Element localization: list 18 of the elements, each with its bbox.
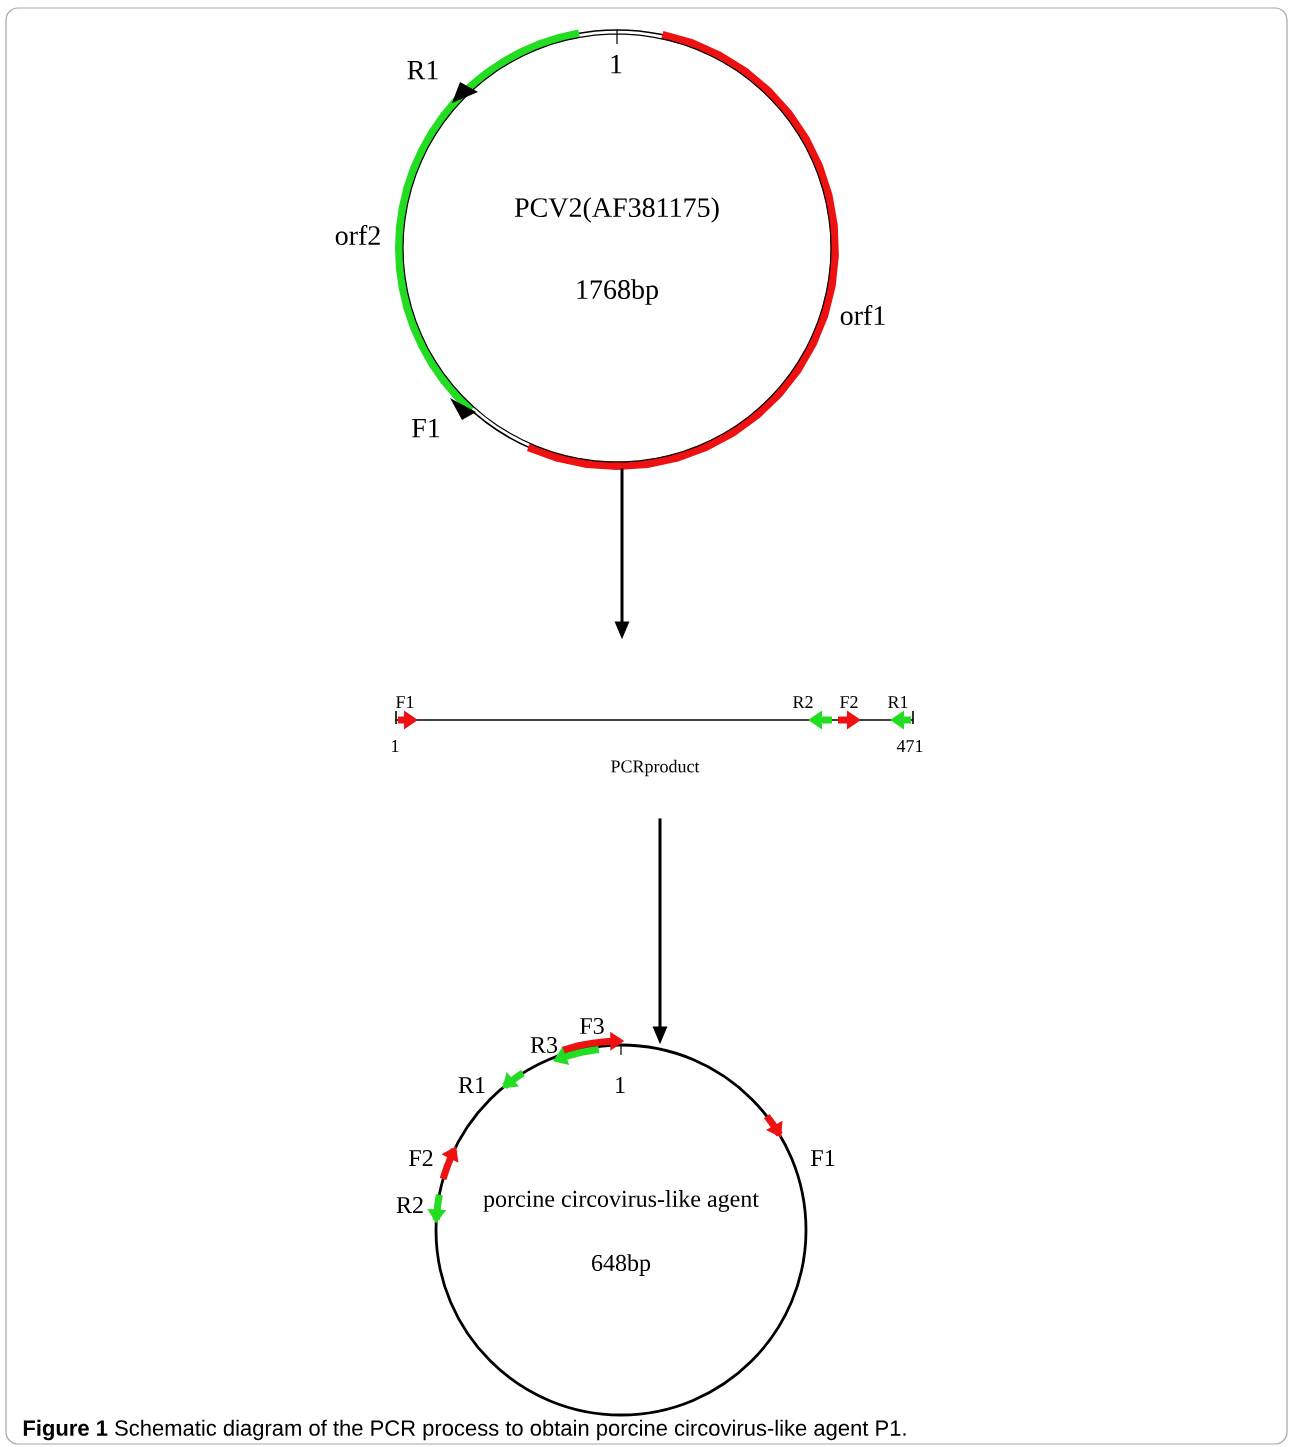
figure-caption: Figure 1 Schematic diagram of the PCR process to obtain porcine circovirus-like agent P1. [23,1419,906,1441]
map-label: R1 [407,60,438,80]
map-label: R1 [888,696,908,708]
map-label: R2 [396,1197,423,1213]
map-label: R2 [793,696,813,708]
map-label: orf1 [840,305,885,325]
map-label: F1 [412,418,440,438]
map-label: F1 [396,696,414,708]
map-label: R1 [458,1077,485,1093]
map-label: orf2 [335,225,380,245]
position-number: 1 [392,740,399,752]
node-label: PCRproduct [611,759,700,777]
position-number: 471 [896,740,923,752]
map-label: R3 [530,1036,558,1054]
map-label: F1 [811,1150,835,1166]
position-number: 1 [616,1077,625,1093]
map-label: F2 [840,696,858,708]
position-number: 1 [611,54,622,74]
